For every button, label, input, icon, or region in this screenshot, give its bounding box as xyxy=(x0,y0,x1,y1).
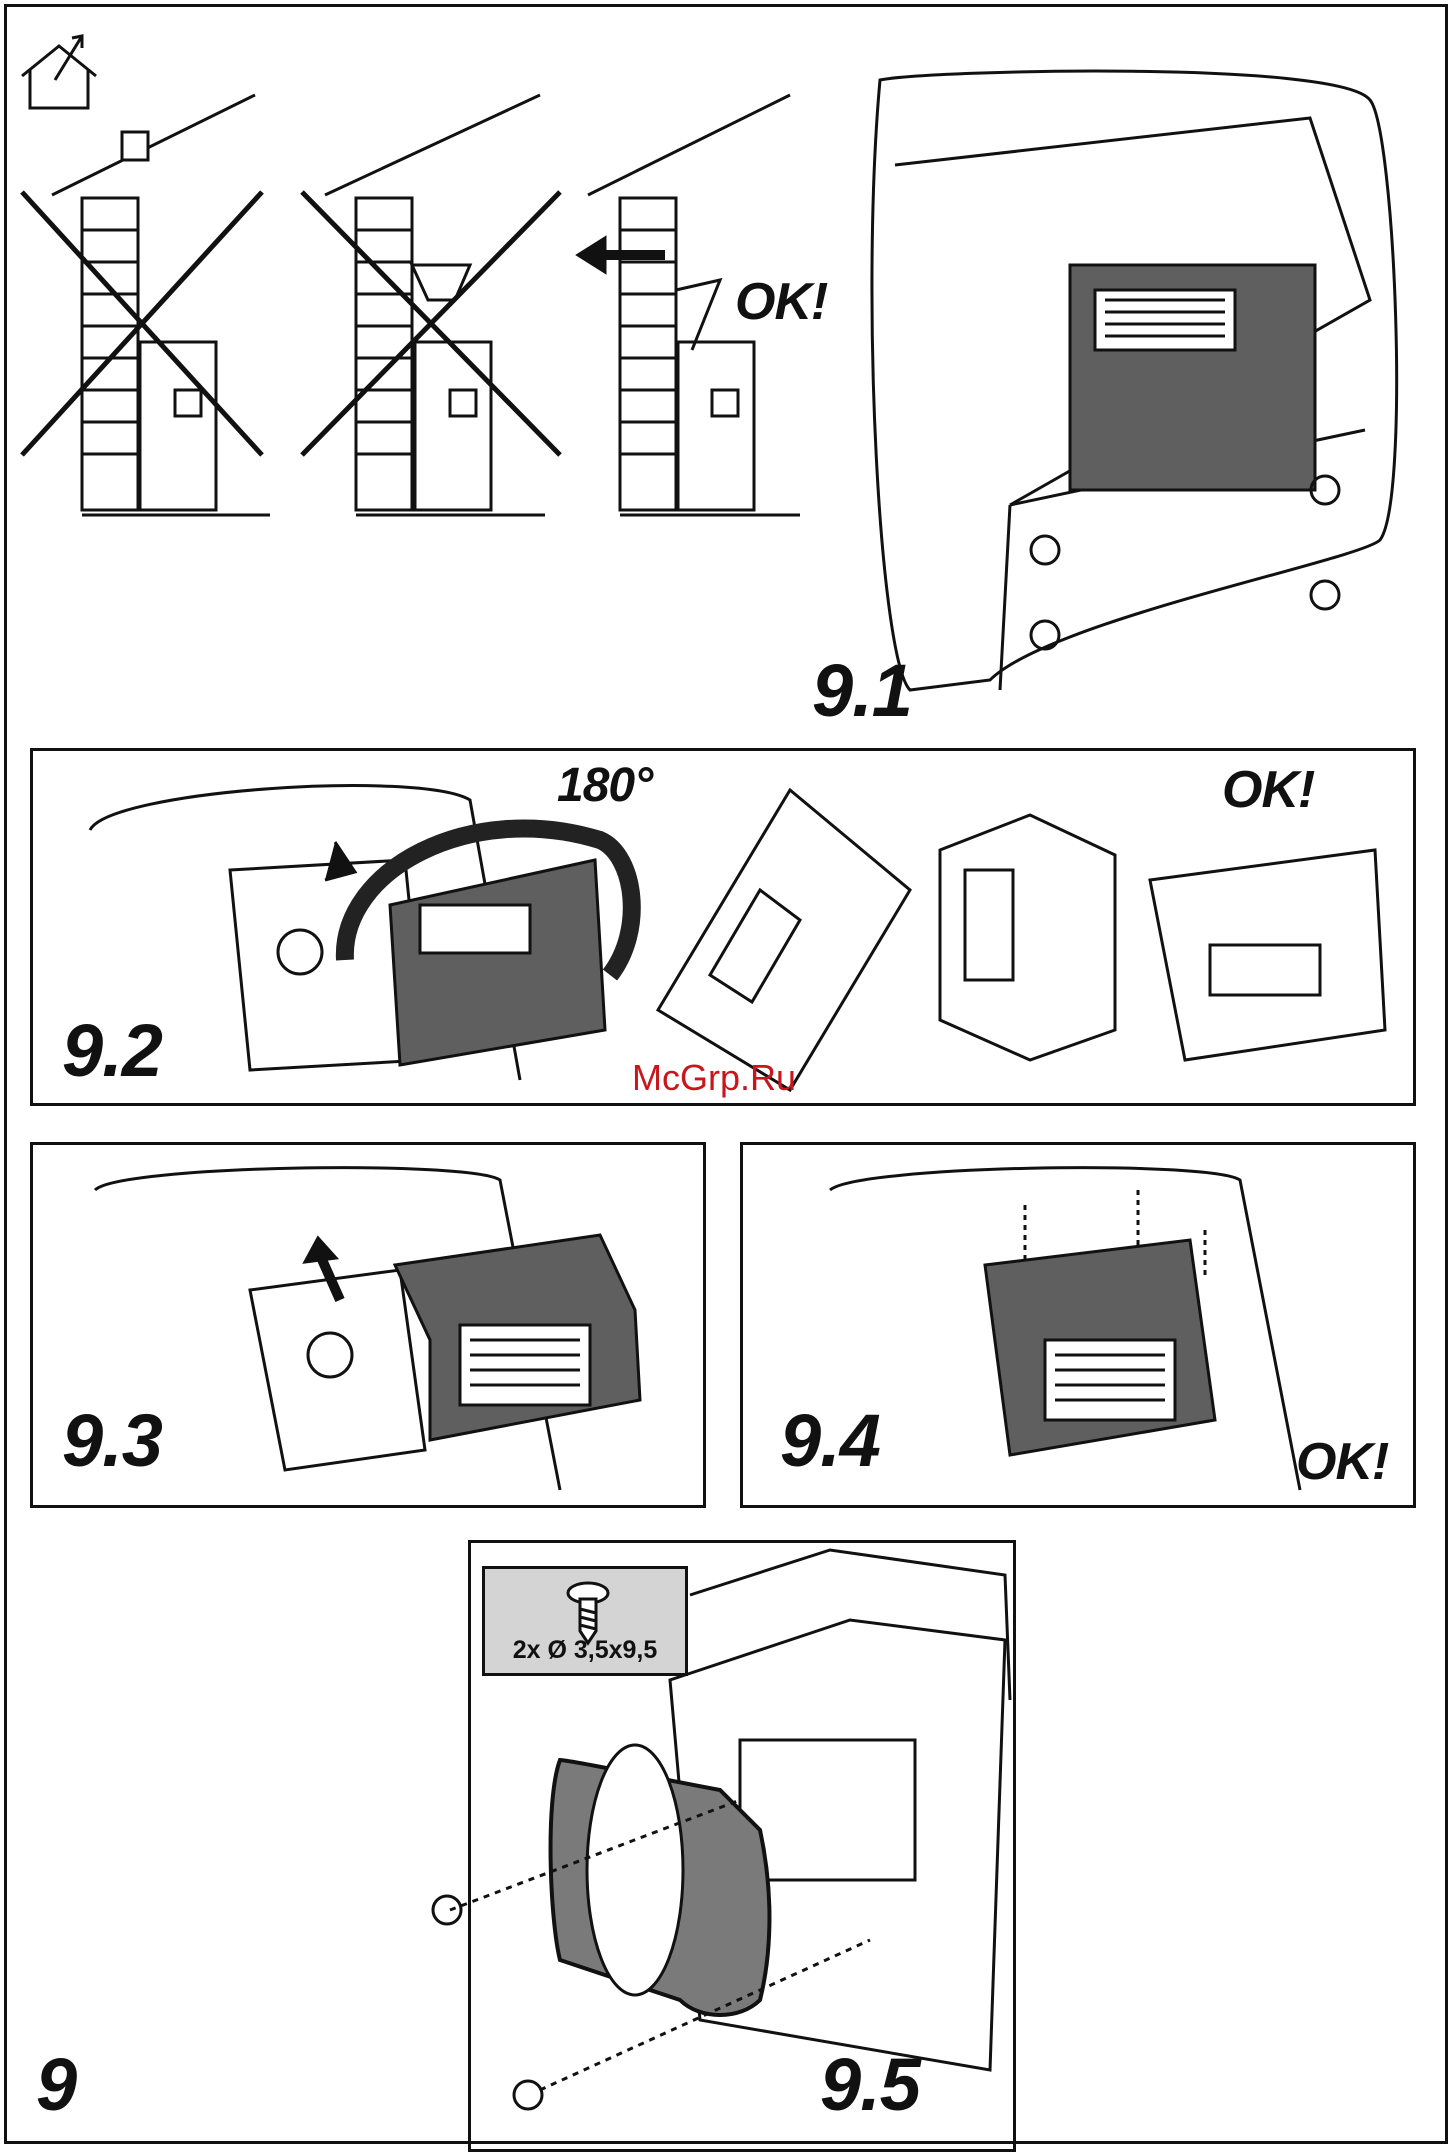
ventilation-scene-2 xyxy=(302,95,560,515)
step-label-9-4: 9.4 xyxy=(780,1398,880,1483)
ok-label-ventilation: OK! xyxy=(735,272,827,332)
step-label-9-5: 9.5 xyxy=(820,2042,920,2127)
figure-number: 9 xyxy=(36,2042,76,2127)
step-label-9-3: 9.3 xyxy=(62,1398,162,1483)
step-label-9-2: 9.2 xyxy=(62,1008,162,1093)
watermark: McGrp.Ru xyxy=(632,1057,796,1099)
screw-spec-text: 2x Ø 3,5x9,5 xyxy=(485,1636,685,1665)
ok-label-9-2: OK! xyxy=(1222,760,1314,820)
step-label-9-1: 9.1 xyxy=(812,648,912,733)
ok-label-9-4: OK! xyxy=(1296,1432,1388,1492)
hood-illustration-9-1 xyxy=(872,71,1397,690)
rotation-angle-label: 180° xyxy=(557,758,652,813)
house-outdoor-vent-icon xyxy=(22,36,96,108)
screw-spec-box: 2x Ø 3,5x9,5 xyxy=(482,1566,688,1676)
ventilation-scene-1 xyxy=(22,95,270,515)
step-panel-9-2 xyxy=(30,748,1416,1106)
